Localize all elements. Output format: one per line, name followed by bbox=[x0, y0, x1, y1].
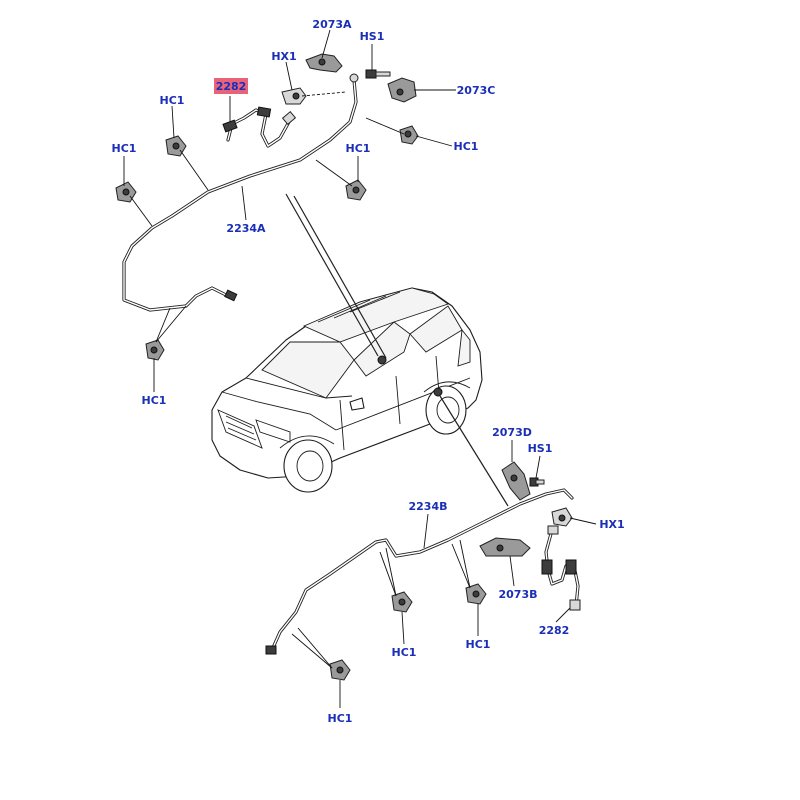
clip-hc1-f[interactable] bbox=[391, 591, 413, 613]
flexible-hose-2282-top[interactable] bbox=[222, 106, 297, 148]
highlight-2282-box bbox=[214, 78, 248, 94]
brake-pipe-2234b[interactable] bbox=[270, 488, 574, 652]
label-hc1-c[interactable]: HC1 bbox=[454, 140, 479, 153]
clip-hc1-e[interactable] bbox=[145, 339, 165, 361]
pipe-end-fitting bbox=[224, 289, 238, 302]
bolt-hs1-top[interactable] bbox=[365, 69, 391, 79]
bracket-hx1-top[interactable] bbox=[281, 87, 347, 105]
label-hx1-bottom[interactable]: HX1 bbox=[599, 518, 624, 531]
label-2282-bottom[interactable]: 2282 bbox=[539, 624, 570, 637]
pipe-end-fitting-bottom bbox=[265, 645, 277, 655]
label-hc1-f[interactable]: HC1 bbox=[392, 646, 417, 659]
label-2073a[interactable]: 2073A bbox=[312, 18, 352, 31]
label-hc1-g[interactable]: HC1 bbox=[466, 638, 491, 651]
pipe-end-fitting-top bbox=[349, 73, 359, 83]
clip-hc1-d[interactable] bbox=[345, 179, 367, 201]
leader-line-top-assembly bbox=[285, 193, 379, 357]
label-hc1-a[interactable]: HC1 bbox=[160, 94, 185, 107]
label-2073c[interactable]: 2073C bbox=[457, 84, 496, 97]
leader-line-bottom-assembly bbox=[439, 395, 509, 507]
label-hc1-b[interactable]: HC1 bbox=[112, 142, 137, 155]
label-2073b[interactable]: 2073B bbox=[499, 588, 538, 601]
leader-lines bbox=[123, 29, 597, 708]
label-2073d[interactable]: 2073D bbox=[492, 426, 532, 439]
bracket-2073c[interactable] bbox=[387, 77, 417, 103]
brake-pipe-2234a[interactable] bbox=[122, 78, 358, 312]
clip-hc1-a[interactable] bbox=[165, 135, 187, 157]
label-hc1-e[interactable]: HC1 bbox=[142, 394, 167, 407]
clip-hc1-g[interactable] bbox=[465, 583, 487, 605]
bolt-hs1-bottom[interactable] bbox=[529, 477, 545, 487]
bracket-2073a[interactable] bbox=[305, 53, 343, 73]
label-hc1-d[interactable]: HC1 bbox=[346, 142, 371, 155]
clip-hc1-c[interactable] bbox=[399, 125, 419, 145]
label-hc1-h[interactable]: HC1 bbox=[328, 712, 353, 725]
bracket-2073b[interactable] bbox=[479, 537, 531, 557]
leader-line-top-assembly-2 bbox=[293, 195, 387, 359]
vehicle-illustration bbox=[211, 287, 483, 493]
bracket-2073d[interactable] bbox=[501, 461, 531, 501]
label-hs1-top[interactable]: HS1 bbox=[360, 30, 385, 43]
label-hs1-bottom[interactable]: HS1 bbox=[528, 442, 553, 455]
label-hx1-top[interactable]: HX1 bbox=[271, 50, 296, 63]
bracket-hx1-bottom[interactable] bbox=[551, 507, 573, 527]
label-2234a[interactable]: 2234A bbox=[226, 222, 266, 235]
clip-hc1-b[interactable] bbox=[115, 181, 137, 203]
label-2234b[interactable]: 2234B bbox=[409, 500, 448, 513]
clip-hc1-h[interactable] bbox=[329, 659, 351, 681]
label-2282-top[interactable]: 2282 bbox=[216, 80, 247, 93]
flexible-hose-2282-bottom[interactable] bbox=[541, 525, 581, 611]
